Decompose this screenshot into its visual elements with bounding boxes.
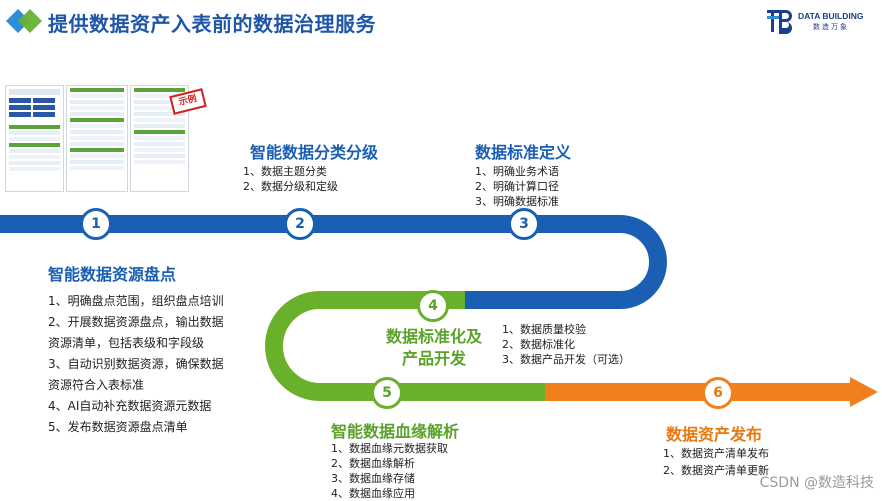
stage-2-title: 智能数据分类分级 bbox=[250, 143, 379, 162]
stage-5-title: 智能数据血缘解析 bbox=[331, 422, 460, 441]
list-item: 1、明确业务术语 bbox=[475, 165, 559, 178]
example-thumbnail-2 bbox=[66, 85, 128, 192]
data-building-logo-icon bbox=[767, 10, 792, 34]
stage-1-list: 1、明确盘点范围，组织盘点培训 2、开展数据资源盘点，输出数据 资源清单，包括表… bbox=[48, 291, 224, 438]
header-diamond-icon bbox=[6, 9, 42, 33]
stage-4-title-line: 数据标准化及 bbox=[386, 327, 483, 346]
list-item: 4、数据血缘应用 bbox=[331, 487, 415, 500]
list-item: 资源符合入表标准 bbox=[48, 378, 145, 392]
stage-2-list: 1、数据主题分类 2、数据分级和定级 bbox=[243, 164, 338, 194]
step-6-marker: 6 bbox=[702, 377, 734, 409]
step-5-marker: 5 bbox=[371, 377, 403, 409]
list-item: 1、数据资产清单发布 bbox=[663, 447, 769, 460]
stage-4-title: 数据标准化及 产品开发 bbox=[386, 326, 482, 370]
list-item: 3、数据产品开发（可选） bbox=[502, 353, 630, 366]
list-item: 3、明确数据标准 bbox=[475, 195, 559, 208]
step-3-marker: 3 bbox=[508, 208, 540, 240]
list-item: 资源清单，包括表级和字段级 bbox=[48, 336, 205, 350]
list-item: 2、数据血缘解析 bbox=[331, 457, 415, 470]
list-item: 2、数据标准化 bbox=[502, 338, 575, 351]
list-item: 1、数据质量校验 bbox=[502, 323, 586, 336]
stage-5-list: 1、数据血缘元数据获取 2、数据血缘解析 3、数据血缘存储 4、数据血缘应用 bbox=[331, 441, 448, 501]
csdn-watermark: CSDN @数造科技 bbox=[759, 475, 874, 491]
example-thumbnail-1 bbox=[5, 85, 64, 192]
stage-4-title-line: 产品开发 bbox=[402, 349, 467, 368]
list-item: 3、数据血缘存储 bbox=[331, 472, 415, 485]
list-item: 5、发布数据资源盘点清单 bbox=[48, 420, 188, 434]
logo-text: DATA BUILDING bbox=[798, 11, 864, 21]
stage-6-title: 数据资产发布 bbox=[666, 425, 763, 444]
list-item: 3、自动识别数据资源，确保数据 bbox=[48, 357, 224, 371]
stage-3-list: 1、明确业务术语 2、明确计算口径 3、明确数据标准 bbox=[475, 164, 559, 209]
page-title: 提供数据资产入表前的数据治理服务 bbox=[48, 12, 376, 36]
list-item: 4、AI自动补充数据资源元数据 bbox=[48, 399, 212, 413]
list-item: 1、数据主题分类 bbox=[243, 165, 327, 178]
stage-4-list: 1、数据质量校验 2、数据标准化 3、数据产品开发（可选） bbox=[502, 322, 630, 367]
step-1-marker: 1 bbox=[80, 208, 112, 240]
list-item: 2、数据分级和定级 bbox=[243, 180, 338, 193]
list-item: 2、数据资产清单更新 bbox=[663, 464, 769, 477]
list-item: 2、明确计算口径 bbox=[475, 180, 559, 193]
list-item: 1、明确盘点范围，组织盘点培训 bbox=[48, 294, 224, 308]
stage-3-title: 数据标准定义 bbox=[475, 143, 572, 162]
stage-6-list: 1、数据资产清单发布 2、数据资产清单更新 bbox=[663, 445, 769, 479]
list-item: 1、数据血缘元数据获取 bbox=[331, 442, 448, 455]
stage-1-title: 智能数据资源盘点 bbox=[48, 265, 177, 284]
logo-subtext: 数造万象 bbox=[813, 23, 849, 31]
list-item: 2、开展数据资源盘点，输出数据 bbox=[48, 315, 224, 329]
step-4-marker: 4 bbox=[417, 290, 449, 322]
step-2-marker: 2 bbox=[284, 208, 316, 240]
